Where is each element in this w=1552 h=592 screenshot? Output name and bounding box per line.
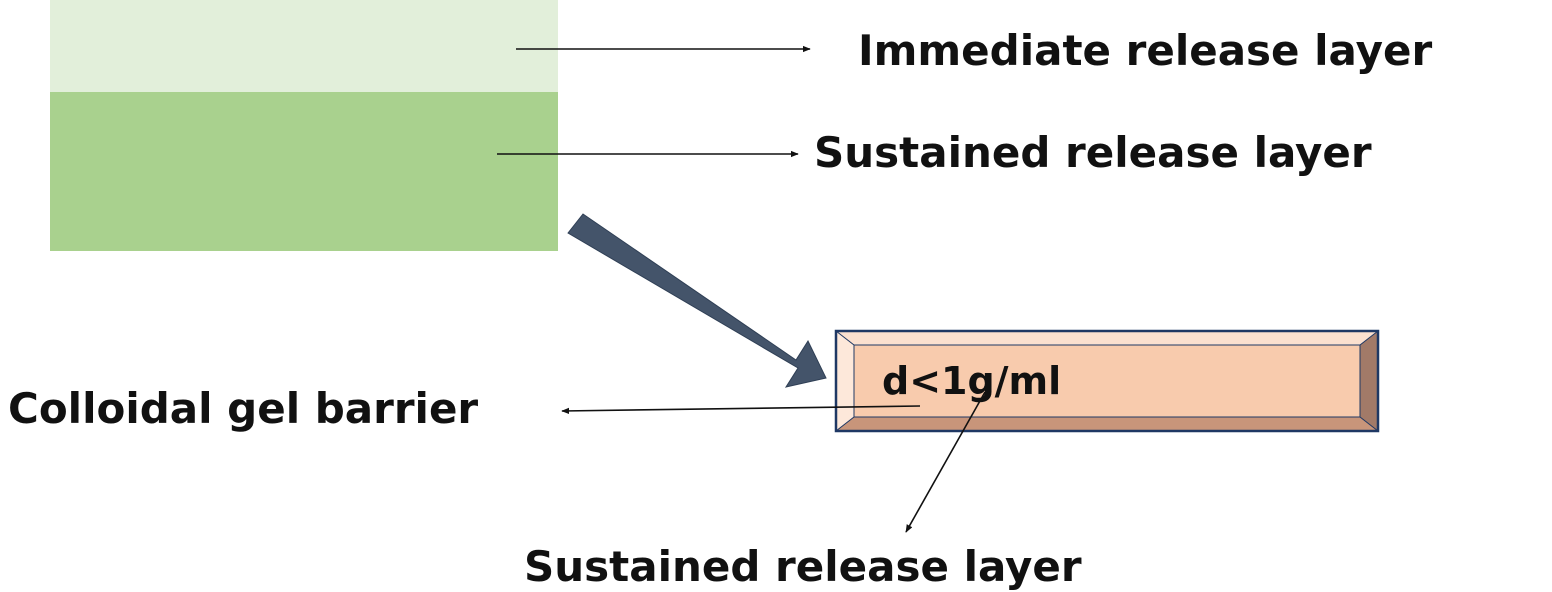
arrow-sustained-release-bottom [905, 391, 986, 533]
sustained-release-label-bottom: Sustained release layer [524, 542, 1082, 591]
sustained-release-label-top: Sustained release layer [814, 128, 1372, 177]
colloidal-gel-barrier-label: Colloidal gel barrier [8, 384, 479, 433]
arrow-colloidal-gel-barrier [561, 405, 921, 415]
density-label: d<1g/ml [882, 359, 1062, 403]
floating-tablet-box [834, 329, 1380, 433]
immediate-release-layer [50, 0, 558, 92]
transition-arrow [567, 213, 827, 388]
sustained-release-layer [50, 92, 558, 251]
immediate-release-label: Immediate release layer [858, 26, 1433, 75]
